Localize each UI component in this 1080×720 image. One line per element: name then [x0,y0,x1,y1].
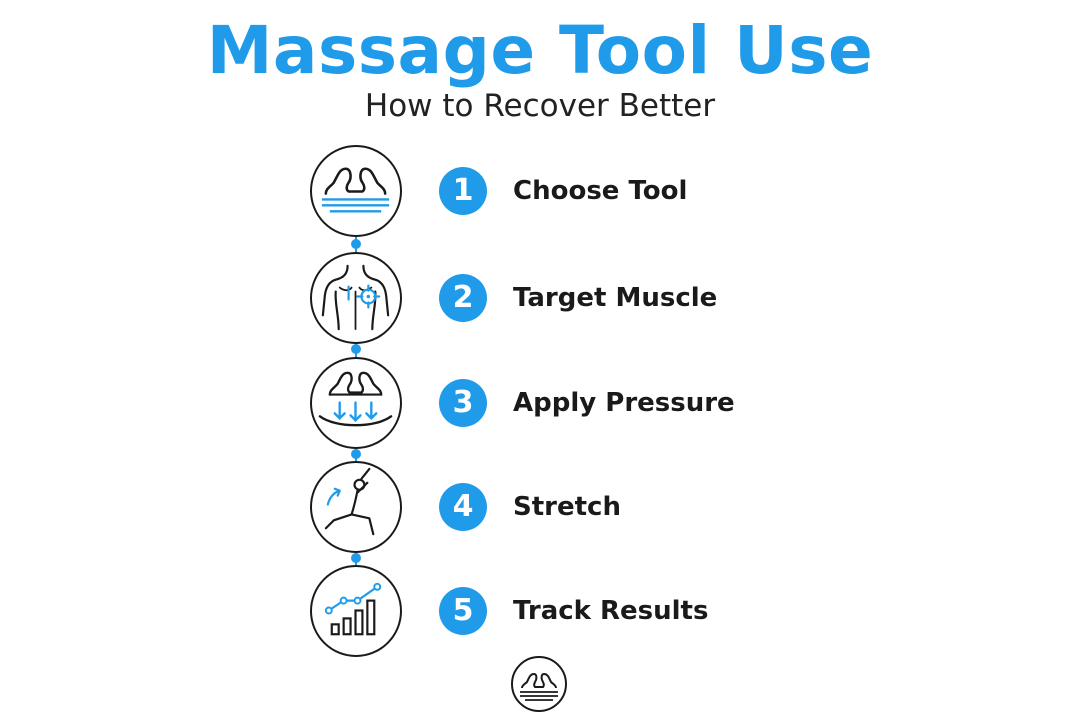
step-1-label: Choose Tool [513,176,688,206]
connector-dot [351,239,361,249]
massage-tool-icon [321,167,390,213]
step-3-label: Apply Pressure [513,388,735,418]
step-2-label: Target Muscle [513,283,718,313]
step-1-number-badge: 1 [439,167,487,215]
massage-tool-logo-icon [520,673,558,701]
page-title: Massage Tool Use [206,12,874,89]
step-2-number-badge: 2 [439,274,487,322]
step-3-number-badge: 3 [439,379,487,427]
step-2-icon-circle [310,252,402,344]
step-4-label: Stretch [513,492,621,522]
progress-chart-icon [324,582,382,636]
pressure-arrows-icon [318,371,393,427]
stretching-person-icon [324,467,375,536]
step-5-number-badge: 5 [439,587,487,635]
connector-dot [351,553,361,563]
step-4-number-badge: 4 [439,483,487,531]
step-1-icon-circle [310,145,402,237]
connector-dot [351,449,361,459]
back-target-icon [321,264,390,331]
connector-dot [351,344,361,354]
step-3-icon-circle [310,357,402,449]
step-4-icon-circle [310,461,402,553]
page-subtitle: How to Recover Better [364,88,716,124]
step-5-label: Track Results [513,596,709,626]
step-5-icon-circle [310,565,402,657]
footer-logo [511,656,567,712]
